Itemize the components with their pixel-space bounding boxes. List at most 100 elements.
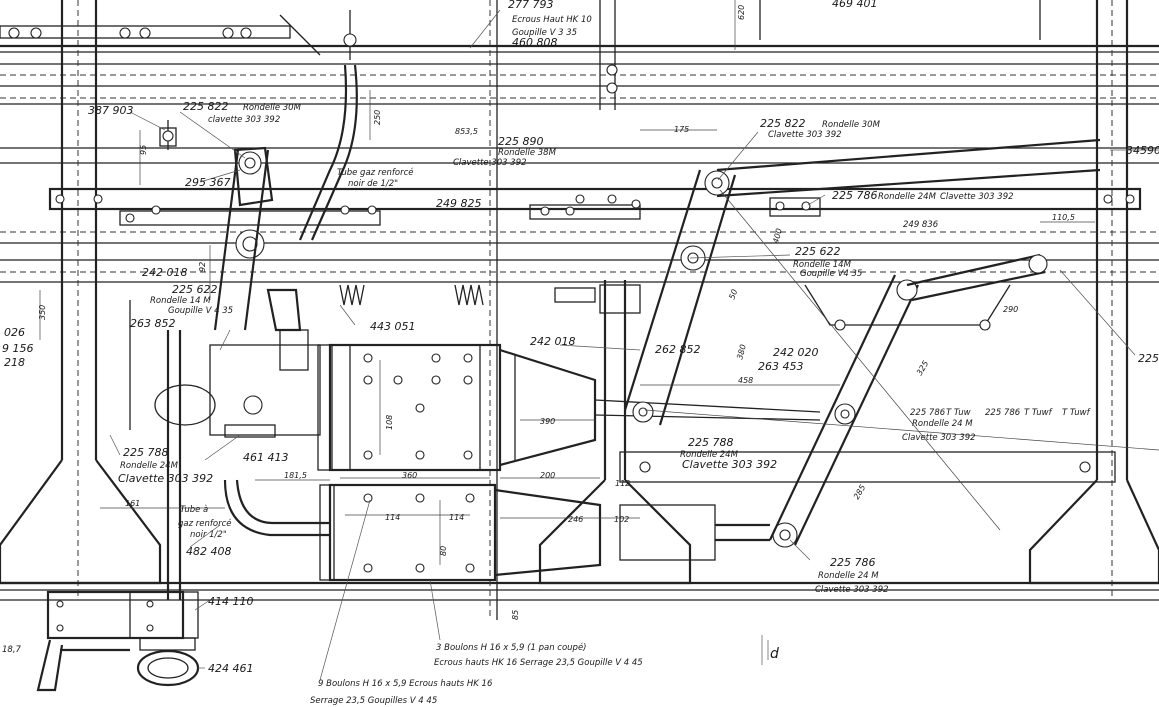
dim-458: 458 [738, 376, 753, 385]
right-linkage [619, 138, 1159, 546]
dim-285: 285 [852, 483, 867, 501]
label-9156: 9 156 [2, 342, 34, 355]
label-rondelle-14m-right: Rondelle 14M [793, 260, 852, 270]
label-rondelle-30m-right: Rondelle 30M [822, 120, 881, 130]
label-clavette-top: Clavette 303 392 [940, 192, 1014, 202]
dim-360: 360 [402, 471, 417, 480]
dim-200: 200 [540, 471, 555, 480]
label-rondelle-38m: Rondelle 38M [498, 148, 557, 158]
dim-110-5: 110,5 [1052, 213, 1075, 222]
dim-50: 50 [727, 288, 739, 301]
label-460808: 460 808 [512, 36, 558, 49]
label-rondelle-24m-mid: Rondelle 24 M [912, 419, 973, 429]
dim-102: 102 [614, 515, 629, 524]
dim-290: 290 [1003, 305, 1018, 314]
label-242018-mid: 242 018 [530, 335, 576, 348]
label-ecrous-hk10: Ecrous Haut HK 10 [512, 15, 592, 25]
label-295367: 295 367 [185, 176, 231, 189]
dim-114a: 114 [385, 513, 400, 522]
leader-lines [109, 9, 1159, 681]
frame-structure [0, 0, 1159, 620]
label-rondelle-30m-left: Rondelle 30M [243, 103, 302, 113]
label-clavette-b: Clavette 303 392 [768, 130, 842, 140]
label-249825: 249 825 [436, 197, 482, 210]
label-rondelle-14m-left: Rondelle 14 M [150, 296, 211, 306]
label-225890: 225 890 [498, 135, 544, 148]
dim-80: 80 [439, 546, 448, 556]
dim-246: 246 [568, 515, 583, 524]
label-18-7: 18,7 [2, 645, 22, 655]
dim-400: 400 [771, 227, 784, 244]
label-rondelle-24m-left: Rondelle 24M [120, 461, 179, 471]
label-noir-12: noir 1/2" [190, 530, 227, 540]
label-clavette-a: clavette 303 392 [208, 115, 280, 125]
label-225-edge: 225 [1138, 352, 1159, 365]
label-t-tuwf: T Tuwf [1024, 408, 1054, 418]
label-serrage-9: Serrage 23,5 Goupilles V 4 45 [310, 696, 437, 706]
lower-cylinder [319, 483, 798, 582]
label-225822-right: 225 822 [760, 117, 806, 130]
dim-114b: 114 [449, 513, 464, 522]
label-rondelle-24m-center: Rondelle 24M [680, 450, 739, 460]
label-225786-bottom: 225 786 [830, 556, 876, 569]
label-225786-mid2: 225 786 [985, 408, 1021, 418]
label-tube-a: Tube à [180, 505, 208, 515]
label-277793: 277 793 [508, 0, 554, 11]
label-boulons-3: 3 Boulons H 16 x 5,9 (1 pan coupé) [436, 642, 587, 653]
dim-161: 161 [125, 499, 140, 508]
label-rondelle-24m-bottom: Rondelle 24 M [818, 571, 879, 581]
label-tube-gaz-1: Tube gaz renforcé [337, 167, 414, 178]
label-461413: 461 413 [243, 451, 289, 464]
label-262852: 262 852 [655, 343, 701, 356]
label-clavette-left: Clavette 303 392 [118, 472, 213, 485]
label-gaz-renforce: gaz renforcé [178, 518, 231, 529]
label-242018-left: 242 018 [142, 266, 188, 279]
dim-250: 250 [373, 110, 382, 125]
label-026: 026 [4, 326, 25, 339]
dim-380: 380 [735, 343, 748, 360]
label-ecrous-hk16-3: Ecrous hauts HK 16 Serrage 23,5 Goupille… [434, 658, 643, 668]
left-fittings [154, 10, 641, 537]
label-225622-right: 225 622 [795, 245, 841, 258]
dimension-lines [39, 0, 1095, 565]
label-225786-mid: 225 786 [910, 408, 946, 418]
label-249836: 249 836 [903, 220, 939, 230]
label-242020: 242 020 [773, 346, 819, 359]
label-225788-center: 225 788 [688, 436, 734, 449]
label-482408: 482 408 [186, 545, 232, 558]
label-414110: 414 110 [208, 595, 254, 608]
label-225786-top: 225 786 [832, 189, 878, 202]
label-rondelle-24m-top: Rondelle 24M [878, 192, 937, 202]
label-225622-left: 225 622 [172, 283, 218, 296]
dim-350: 350 [38, 305, 47, 320]
label-387903: 387 903 [88, 104, 134, 117]
dim-95: 95 [139, 145, 148, 155]
label-218: 218 [4, 356, 25, 369]
dim-85: 85 [511, 610, 520, 620]
label-469401: 469 401 [832, 0, 878, 10]
label-clavette-center: Clavette 303 392 [682, 458, 777, 471]
label-section-d: d [770, 646, 779, 662]
left-lever-assembly [36, 120, 274, 692]
label-225822-left: 225 822 [183, 100, 229, 113]
dim-181: 181,5 [284, 471, 307, 480]
label-boulons-9: 9 Boulons H 16 x 5,9 Ecrous hauts HK 16 [318, 679, 493, 689]
label-goupille-v435-right: Goupille V4 35 [800, 269, 862, 279]
dim-853: 853,5 [455, 127, 478, 136]
label-t-tuw: T Tuw [946, 408, 971, 418]
label-34590: 34590 [1126, 144, 1159, 157]
label-clavette-mid: Clavette 303 392 [902, 433, 976, 443]
label-424461: 424 461 [208, 662, 254, 675]
dim-620: 620 [737, 5, 746, 20]
upper-cylinder [317, 343, 821, 472]
label-goupille-v335: Goupille V 3 35 [512, 28, 577, 38]
label-goupille-v435-left: Goupille V 4 35 [168, 306, 233, 316]
dim-112: 112 [615, 479, 630, 488]
dim-390: 390 [540, 417, 555, 426]
label-263453: 263 453 [758, 360, 804, 373]
dim-325: 325 [915, 359, 930, 377]
label-443051: 443 051 [370, 320, 416, 333]
label-t-tuwf2: T Tuwf [1062, 408, 1092, 418]
label-tube-gaz-2: noir de 1/2" [348, 179, 398, 189]
